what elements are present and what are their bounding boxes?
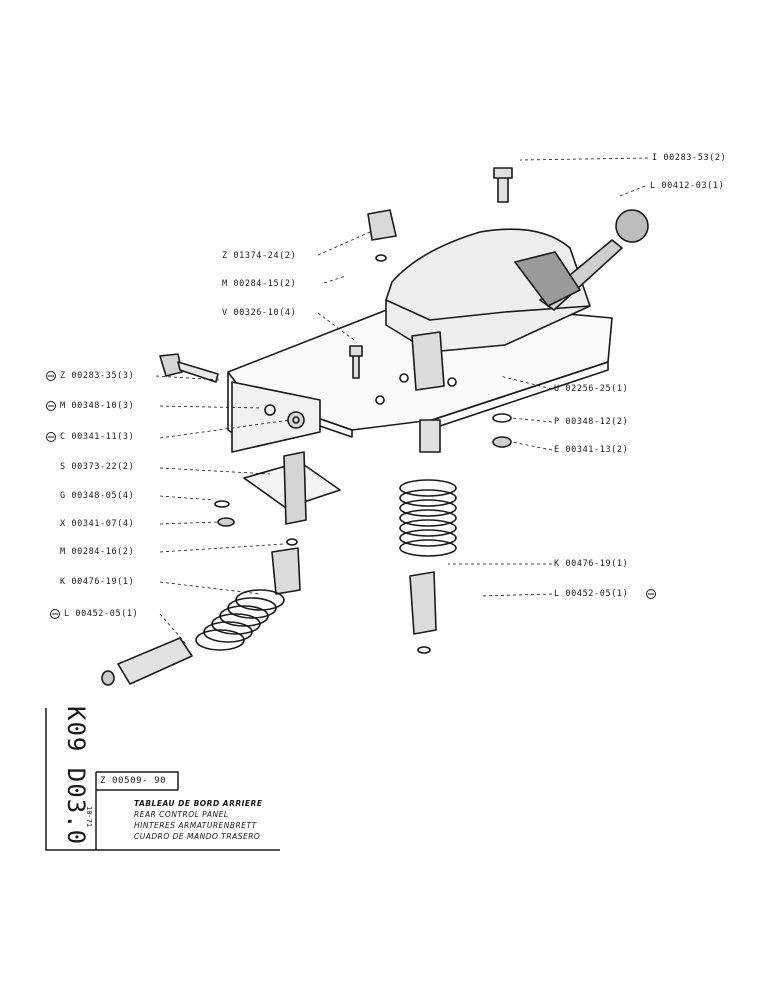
top-screw [493,167,513,203]
plate-bolt [349,345,363,379]
part-label: L 00452-05(1) [64,609,139,619]
lever-knob [615,209,649,243]
part-label: K 00476-19(1) [60,577,135,587]
part-label: M 00348-10(3) [60,401,135,411]
right-hose-fitting [409,571,437,635]
title-fr: TABLEAU DE BORD ARRIERE [134,799,263,808]
part-label: L 00452-05(1) [554,589,629,599]
washer-left [264,404,276,416]
part-label: S 00373-22(2) [60,462,135,472]
title-de: HINTERES ARMATURENBRETT [134,821,257,830]
part-label: P 00348-12(2) [554,417,629,427]
side-bracket [231,381,321,453]
part-label: L 00412-03(1) [650,181,725,191]
left-hose-fitting [117,637,193,685]
document-date: 10-71 [85,806,93,828]
title-en: REAR CONTROL PANEL [134,810,229,819]
part-label: Z 00283-35(3) [60,371,135,381]
part-label: M 00284-16(2) [60,547,135,557]
right-coil-spring [399,479,457,557]
part-label: Z 01374-24(2) [222,251,297,261]
part-label: I 00283-53(2) [652,153,727,163]
document-number: Z 00509- 90 [100,776,167,786]
left-coil-spring [195,589,285,651]
left-bolt [159,353,183,377]
part-label: U 02256-25(1) [554,384,629,394]
cap-nut [367,209,397,241]
part-label: E 00341-13(2) [554,445,629,455]
hex-fitting [411,331,445,391]
title-es: CUADRO DE MANDO TRASERO [134,832,261,841]
part-label: K 00476-19(1) [554,559,629,569]
part-label: X 00341-07(4) [60,519,135,529]
part-label: V 00326-10(4) [222,308,297,318]
part-label: C 00341-11(3) [60,432,135,442]
part-label: G 00348-05(4) [60,491,135,501]
part-label: M 00284-15(2) [222,279,297,289]
